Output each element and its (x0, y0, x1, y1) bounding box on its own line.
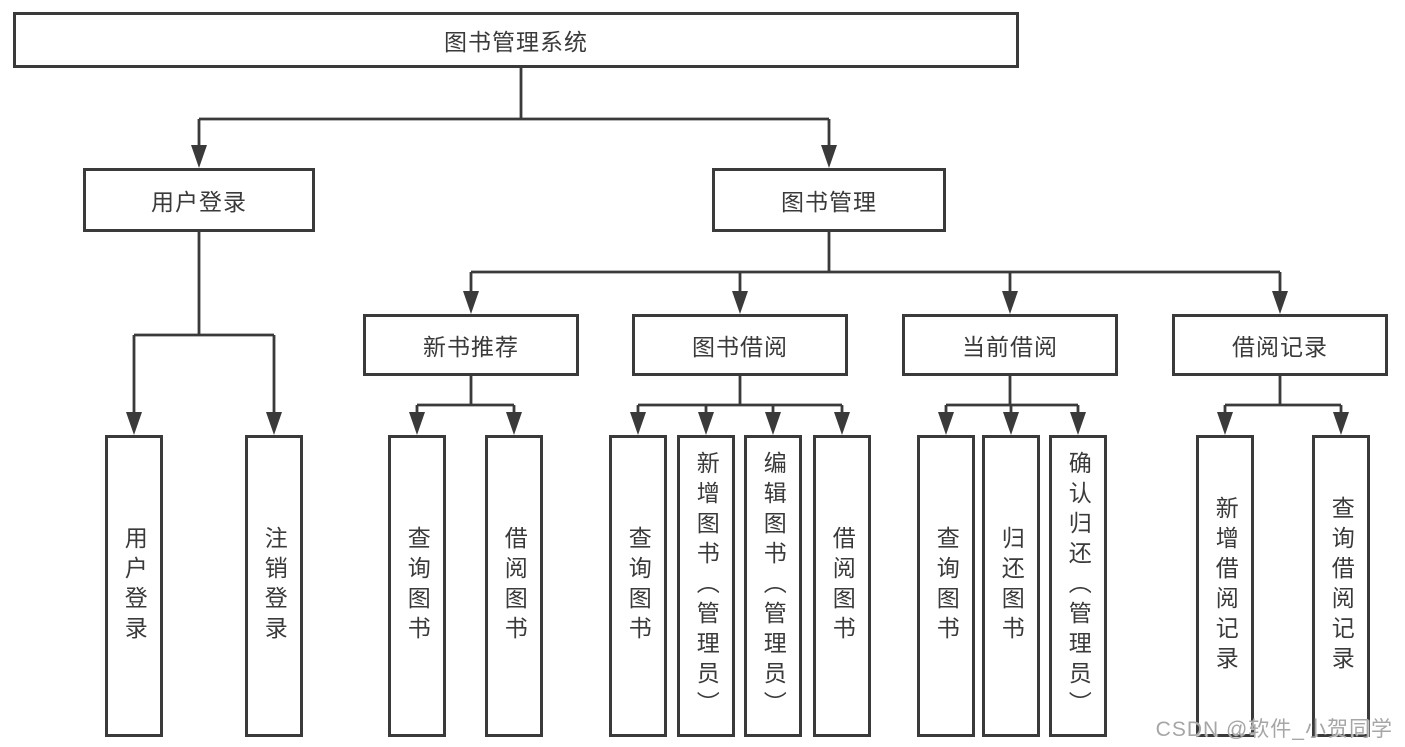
connector-current-branch (944, 376, 1080, 414)
node-label: 图书管理 (781, 189, 877, 215)
leaf-record-add-record: 新增借阅记录 (1196, 435, 1254, 737)
node-library-management-system: 图书管理系统 (13, 12, 1019, 68)
node-label: 注销登录 (261, 526, 288, 646)
connector-userlogin-to-leaves (132, 232, 276, 414)
connector-root-to-l2 (197, 68, 831, 147)
connector-borrow-branch (636, 376, 844, 414)
connector-record-branch (1223, 376, 1343, 414)
node-new-book-recommend: 新书推荐 (363, 314, 579, 376)
leaf-current-query-books: 查询图书 (917, 435, 975, 737)
leaf-current-confirm-return-admin: 确认归还（管理员） (1049, 435, 1107, 737)
node-label: 查询借阅记录 (1328, 496, 1355, 676)
leaf-borrow-add-books-admin: 新增图书（管理员） (677, 435, 735, 737)
arrowheads (126, 145, 1349, 435)
node-label: 查询图书 (625, 526, 652, 646)
node-label: 查询图书 (933, 526, 960, 646)
leaf-borrow-borrow-books: 借阅图书 (813, 435, 871, 737)
node-label: 查询图书 (404, 526, 431, 646)
leaf-recommend-query-books: 查询图书 (388, 435, 446, 737)
node-label: 图书管理系统 (444, 29, 588, 55)
leaf-borrow-query-books: 查询图书 (609, 435, 667, 737)
leaf-borrow-edit-books-admin: 编辑图书（管理员） (744, 435, 802, 737)
leaf-logout: 注销登录 (245, 435, 303, 737)
node-label: 借阅记录 (1232, 334, 1328, 360)
node-book-borrow: 图书借阅 (632, 314, 848, 376)
leaf-user-login: 用户登录 (105, 435, 163, 737)
leaf-recommend-borrow-books: 借阅图书 (485, 435, 543, 737)
node-label: 借阅图书 (829, 526, 856, 646)
node-book-management: 图书管理 (712, 168, 946, 232)
node-label: 新增借阅记录 (1212, 496, 1239, 676)
node-label: 归还图书 (998, 526, 1025, 646)
node-label: 确认归还（管理员） (1065, 451, 1092, 721)
node-user-login: 用户登录 (83, 168, 315, 232)
connector-recommend-branch (415, 376, 516, 414)
leaf-current-return-books: 归还图书 (982, 435, 1040, 737)
node-label: 用户登录 (151, 189, 247, 215)
leaf-record-query-record: 查询借阅记录 (1312, 435, 1370, 737)
node-label: 用户登录 (121, 526, 148, 646)
connector-bookmgmt-to-l3 (469, 232, 1282, 293)
node-borrow-records: 借阅记录 (1172, 314, 1388, 376)
node-current-borrow: 当前借阅 (902, 314, 1118, 376)
node-label: 借阅图书 (501, 526, 528, 646)
node-label: 新增图书（管理员） (693, 451, 720, 721)
csdn-watermark: CSDN @软件_小贺同学 (1155, 718, 1393, 741)
node-label: 新书推荐 (423, 334, 519, 360)
node-label: 当前借阅 (962, 334, 1058, 360)
node-label: 图书借阅 (692, 334, 788, 360)
node-label: 编辑图书（管理员） (760, 451, 787, 721)
